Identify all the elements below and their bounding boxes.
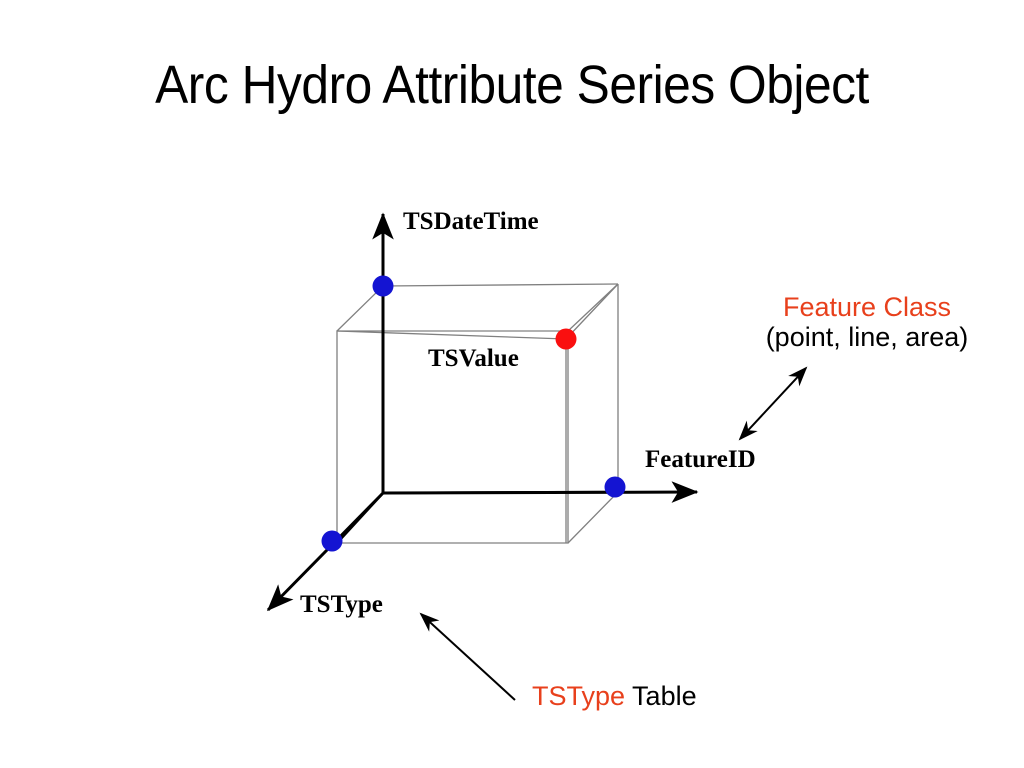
annotation-tstype-table: TSType Table: [532, 681, 697, 711]
axis-tstype: [266, 491, 385, 612]
cube-back-face: [381, 283, 619, 495]
point-featureid-axis[interactable]: [604, 476, 626, 498]
arrow-tstype-table: [419, 612, 516, 701]
point-tsdatetime-axis[interactable]: [372, 275, 394, 297]
annotation-tstype-table-rest: Table: [625, 681, 697, 711]
cube-inner-edges: [336, 283, 619, 543]
axis-featureid: [382, 481, 699, 503]
annotation-feature-class: Feature Class (point, line, area): [733, 292, 1001, 352]
cube-edge-top-left: [336, 285, 384, 332]
axis-label-featureid: FeatureID: [645, 446, 756, 473]
cube-label-tsvalue: TSValue: [428, 345, 519, 372]
axis-label-tsdatetime: TSDateTime: [403, 208, 539, 235]
annotation-feature-class-line2: (point, line, area): [765, 322, 969, 353]
annotation-arrows: [419, 366, 808, 701]
cube-back-top: [382, 283, 619, 287]
arrow-feature-class: [738, 366, 808, 441]
axis-label-tstype: TSType: [300, 591, 383, 618]
point-tsvalue[interactable]: [555, 328, 577, 350]
axis-lines: [266, 212, 699, 612]
cube-edge-bottom-right: [567, 491, 619, 544]
cube-diagonal-edges: [336, 283, 619, 544]
annotation-tstype-table-accent: TSType: [532, 681, 626, 711]
annotation-feature-class-line1: Feature Class: [782, 292, 952, 322]
cube-inner-horizontal: [336, 330, 567, 340]
point-tstype-axis[interactable]: [321, 530, 343, 552]
data-points: [321, 275, 626, 552]
page-title: Arc Hydro Attribute Series Object: [155, 55, 869, 115]
cube-inner-diagonal: [565, 283, 619, 340]
cube-edge-top-right: [567, 283, 619, 332]
